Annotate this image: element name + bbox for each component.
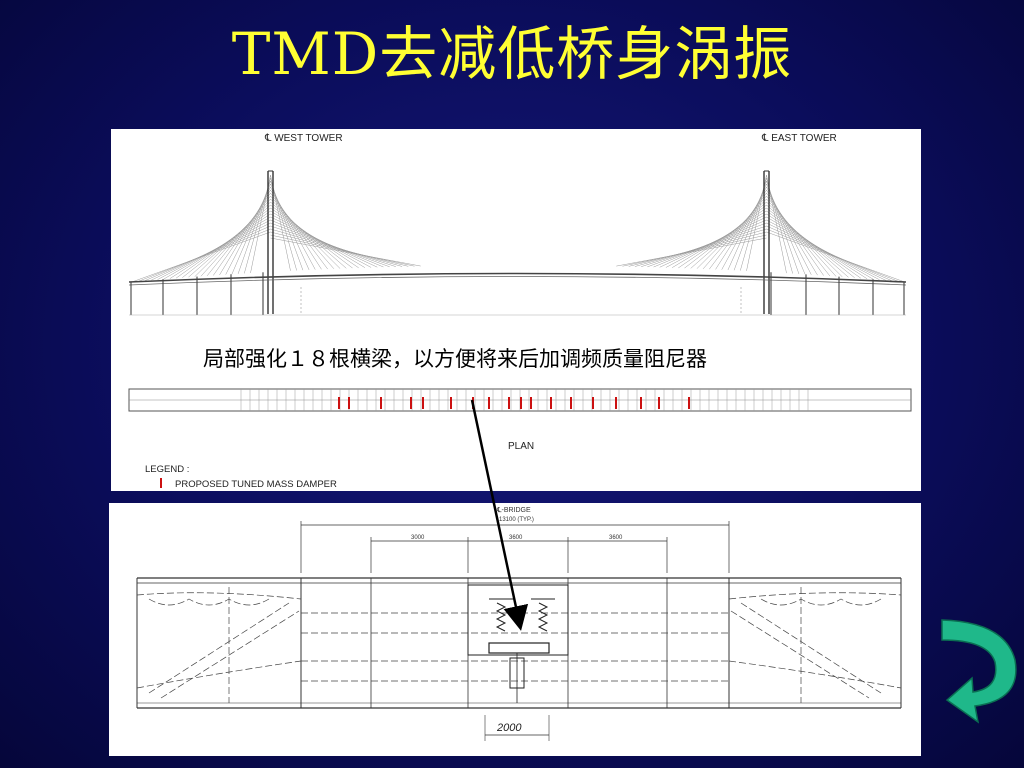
pointer-arrow — [470, 399, 529, 631]
bridge-elevation-plan-panel: ℄ WEST TOWER ℄ EAST TOWER PLAN — [111, 129, 921, 491]
bridge-centerline-label: ℄-BRIDGE — [496, 507, 531, 514]
bridge-deck — [128, 272, 907, 283]
return-arrow-icon[interactable] — [941, 619, 1017, 724]
dim-label-2: 3600 — [509, 535, 523, 541]
dimension-lines — [300, 521, 730, 573]
box-girder-section — [136, 577, 902, 709]
bridge-elevation-drawing: ℄ WEST TOWER ℄ EAST TOWER PLAN — [128, 133, 912, 490]
east-tower-label: ℄ EAST TOWER — [761, 133, 837, 144]
west-tower — [267, 170, 274, 314]
cross-section-drawing: ℄-BRIDGE 13100 (TYP.) 3000 3600 3600 — [136, 507, 902, 741]
west-tower-label: ℄ WEST TOWER — [264, 133, 343, 144]
deck-plan-view — [128, 388, 912, 412]
dim-label-1: 3000 — [411, 535, 425, 541]
tuned-mass-damper-detail — [467, 584, 569, 703]
tuned-mass-damper-markers — [338, 397, 690, 409]
bridge-centerline-sublabel: 13100 (TYP.) — [499, 517, 534, 523]
slide-title: TMD去减低桥身涡振 — [231, 20, 793, 88]
bottom-dim-label: 2000 — [496, 722, 522, 734]
annotation-text: 局部强化１８根横梁，以方便将来后加调频质量阻尼器 — [203, 347, 707, 371]
stay-cables — [132, 174, 905, 283]
plan-label: PLAN — [508, 441, 534, 452]
legend-title: LEGEND : — [145, 464, 189, 475]
approach-piers — [130, 272, 905, 315]
hidden-lines — [136, 587, 902, 703]
dim-label-3: 3600 — [609, 535, 623, 541]
legend-item: PROPOSED TUNED MASS DAMPER — [175, 479, 337, 490]
east-tower — [763, 170, 770, 314]
